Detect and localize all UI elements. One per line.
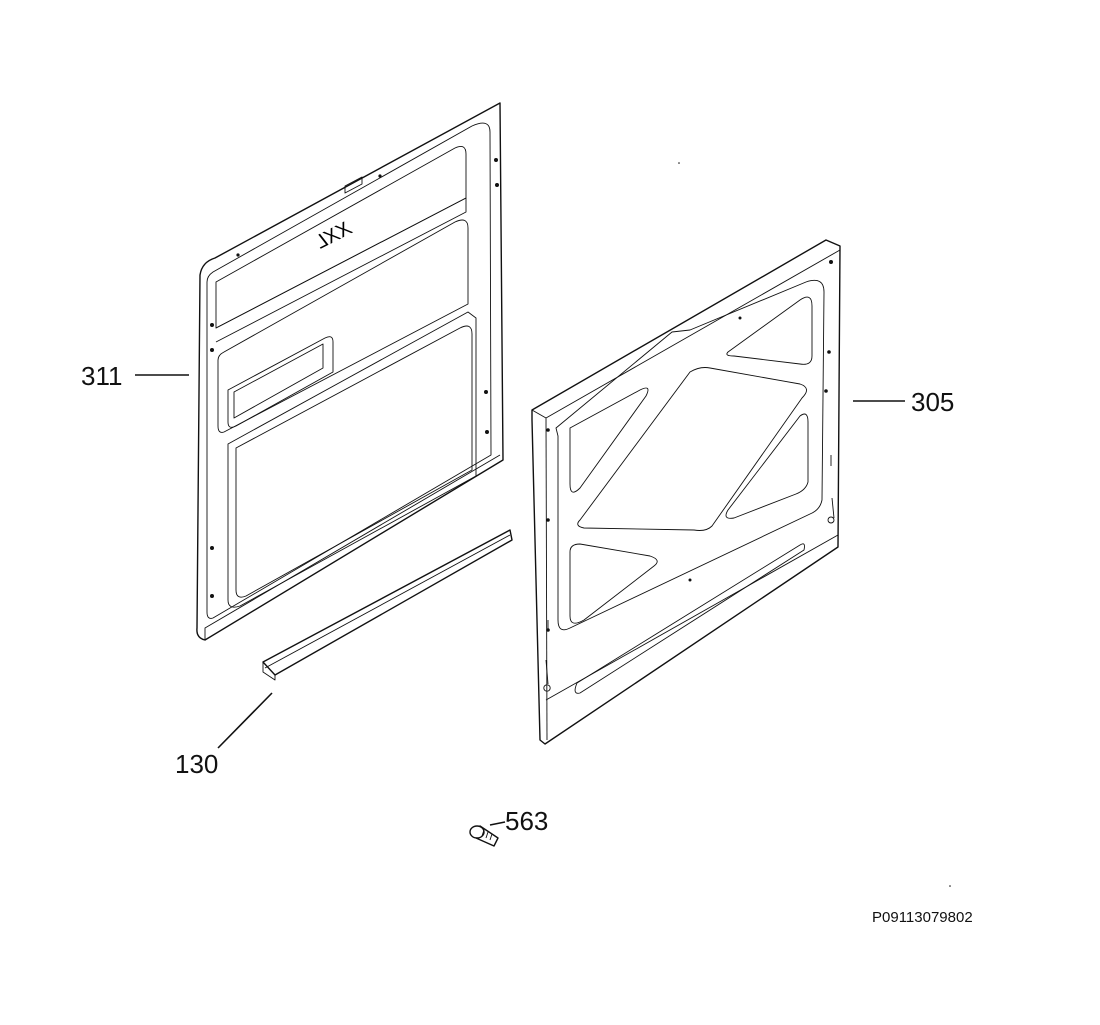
outer-door-panel-icon bbox=[531, 239, 841, 745]
part-number-311[interactable]: 311 bbox=[81, 361, 123, 391]
leader-line-563 bbox=[489, 821, 506, 826]
part-number-305[interactable]: 305 bbox=[911, 387, 955, 417]
inner-door-panel-icon bbox=[196, 102, 504, 641]
part-number-563[interactable]: 563 bbox=[505, 806, 549, 836]
inner-door-brand-mark: XXL bbox=[311, 217, 356, 254]
drawing-code: P09113079802 bbox=[872, 909, 973, 926]
part-number-130[interactable]: 130 bbox=[175, 749, 219, 779]
leader-line-130 bbox=[217, 692, 273, 749]
door-bottom-seal-strip-icon bbox=[262, 529, 513, 681]
screw-icon bbox=[469, 825, 499, 847]
